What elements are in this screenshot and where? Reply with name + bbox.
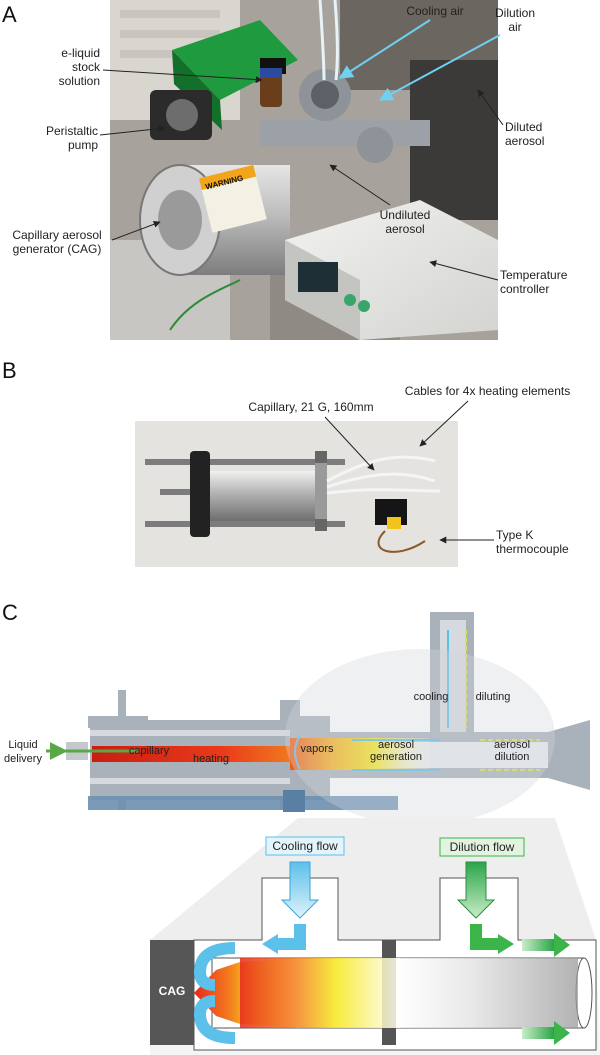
zoom-ellipse	[285, 649, 555, 825]
label-heating: heating	[192, 753, 230, 765]
label-cooling-air: Cooling air	[406, 4, 464, 18]
label-dilution-flow: Dilution flow	[449, 840, 515, 854]
label-peristaltic-pump: Peristaltic pump	[45, 124, 98, 152]
label-dilution-air: Dilution air	[494, 6, 536, 34]
label-undiluted-aerosol: Undiluted aerosol	[379, 208, 431, 236]
panel-letter-a: A	[2, 2, 17, 27]
label-cag-detail: CAG	[158, 984, 186, 998]
detail-housing	[150, 861, 597, 1051]
label-cooling-flow: Cooling flow	[272, 839, 338, 853]
label-diluted-aerosol: Diluted aerosol	[505, 120, 545, 148]
panel-letter-c: C	[2, 600, 18, 625]
label-cables: Cables for 4x heating elements	[404, 384, 571, 398]
label-thermocouple: Type K thermocouple	[496, 528, 569, 556]
label-capillary-b: Capillary, 21 G, 160mm	[248, 400, 374, 414]
label-liquid-delivery: Liquid delivery	[4, 739, 42, 765]
cag-photo-drawing	[135, 421, 458, 567]
label-capillary-c: capillary	[128, 745, 170, 757]
label-diluting: diluting	[475, 691, 511, 703]
cag-photo	[135, 421, 458, 567]
dilution-flow-box	[439, 837, 525, 857]
panel-letter-b: B	[2, 358, 17, 383]
label-e-liquid: e-liquid stock solution	[58, 46, 100, 88]
label-temperature-controller: Temperature controller	[500, 268, 568, 296]
label-cooling: cooling	[413, 691, 449, 703]
cooling-flow-box	[265, 836, 345, 856]
label-vapors: vapors	[300, 743, 334, 755]
label-cag: Capillary aerosol generator (CAG)	[12, 228, 102, 256]
label-aerosol-generation: aerosol generation	[370, 739, 422, 763]
label-aerosol-dilution: aerosol dilution	[493, 739, 531, 763]
